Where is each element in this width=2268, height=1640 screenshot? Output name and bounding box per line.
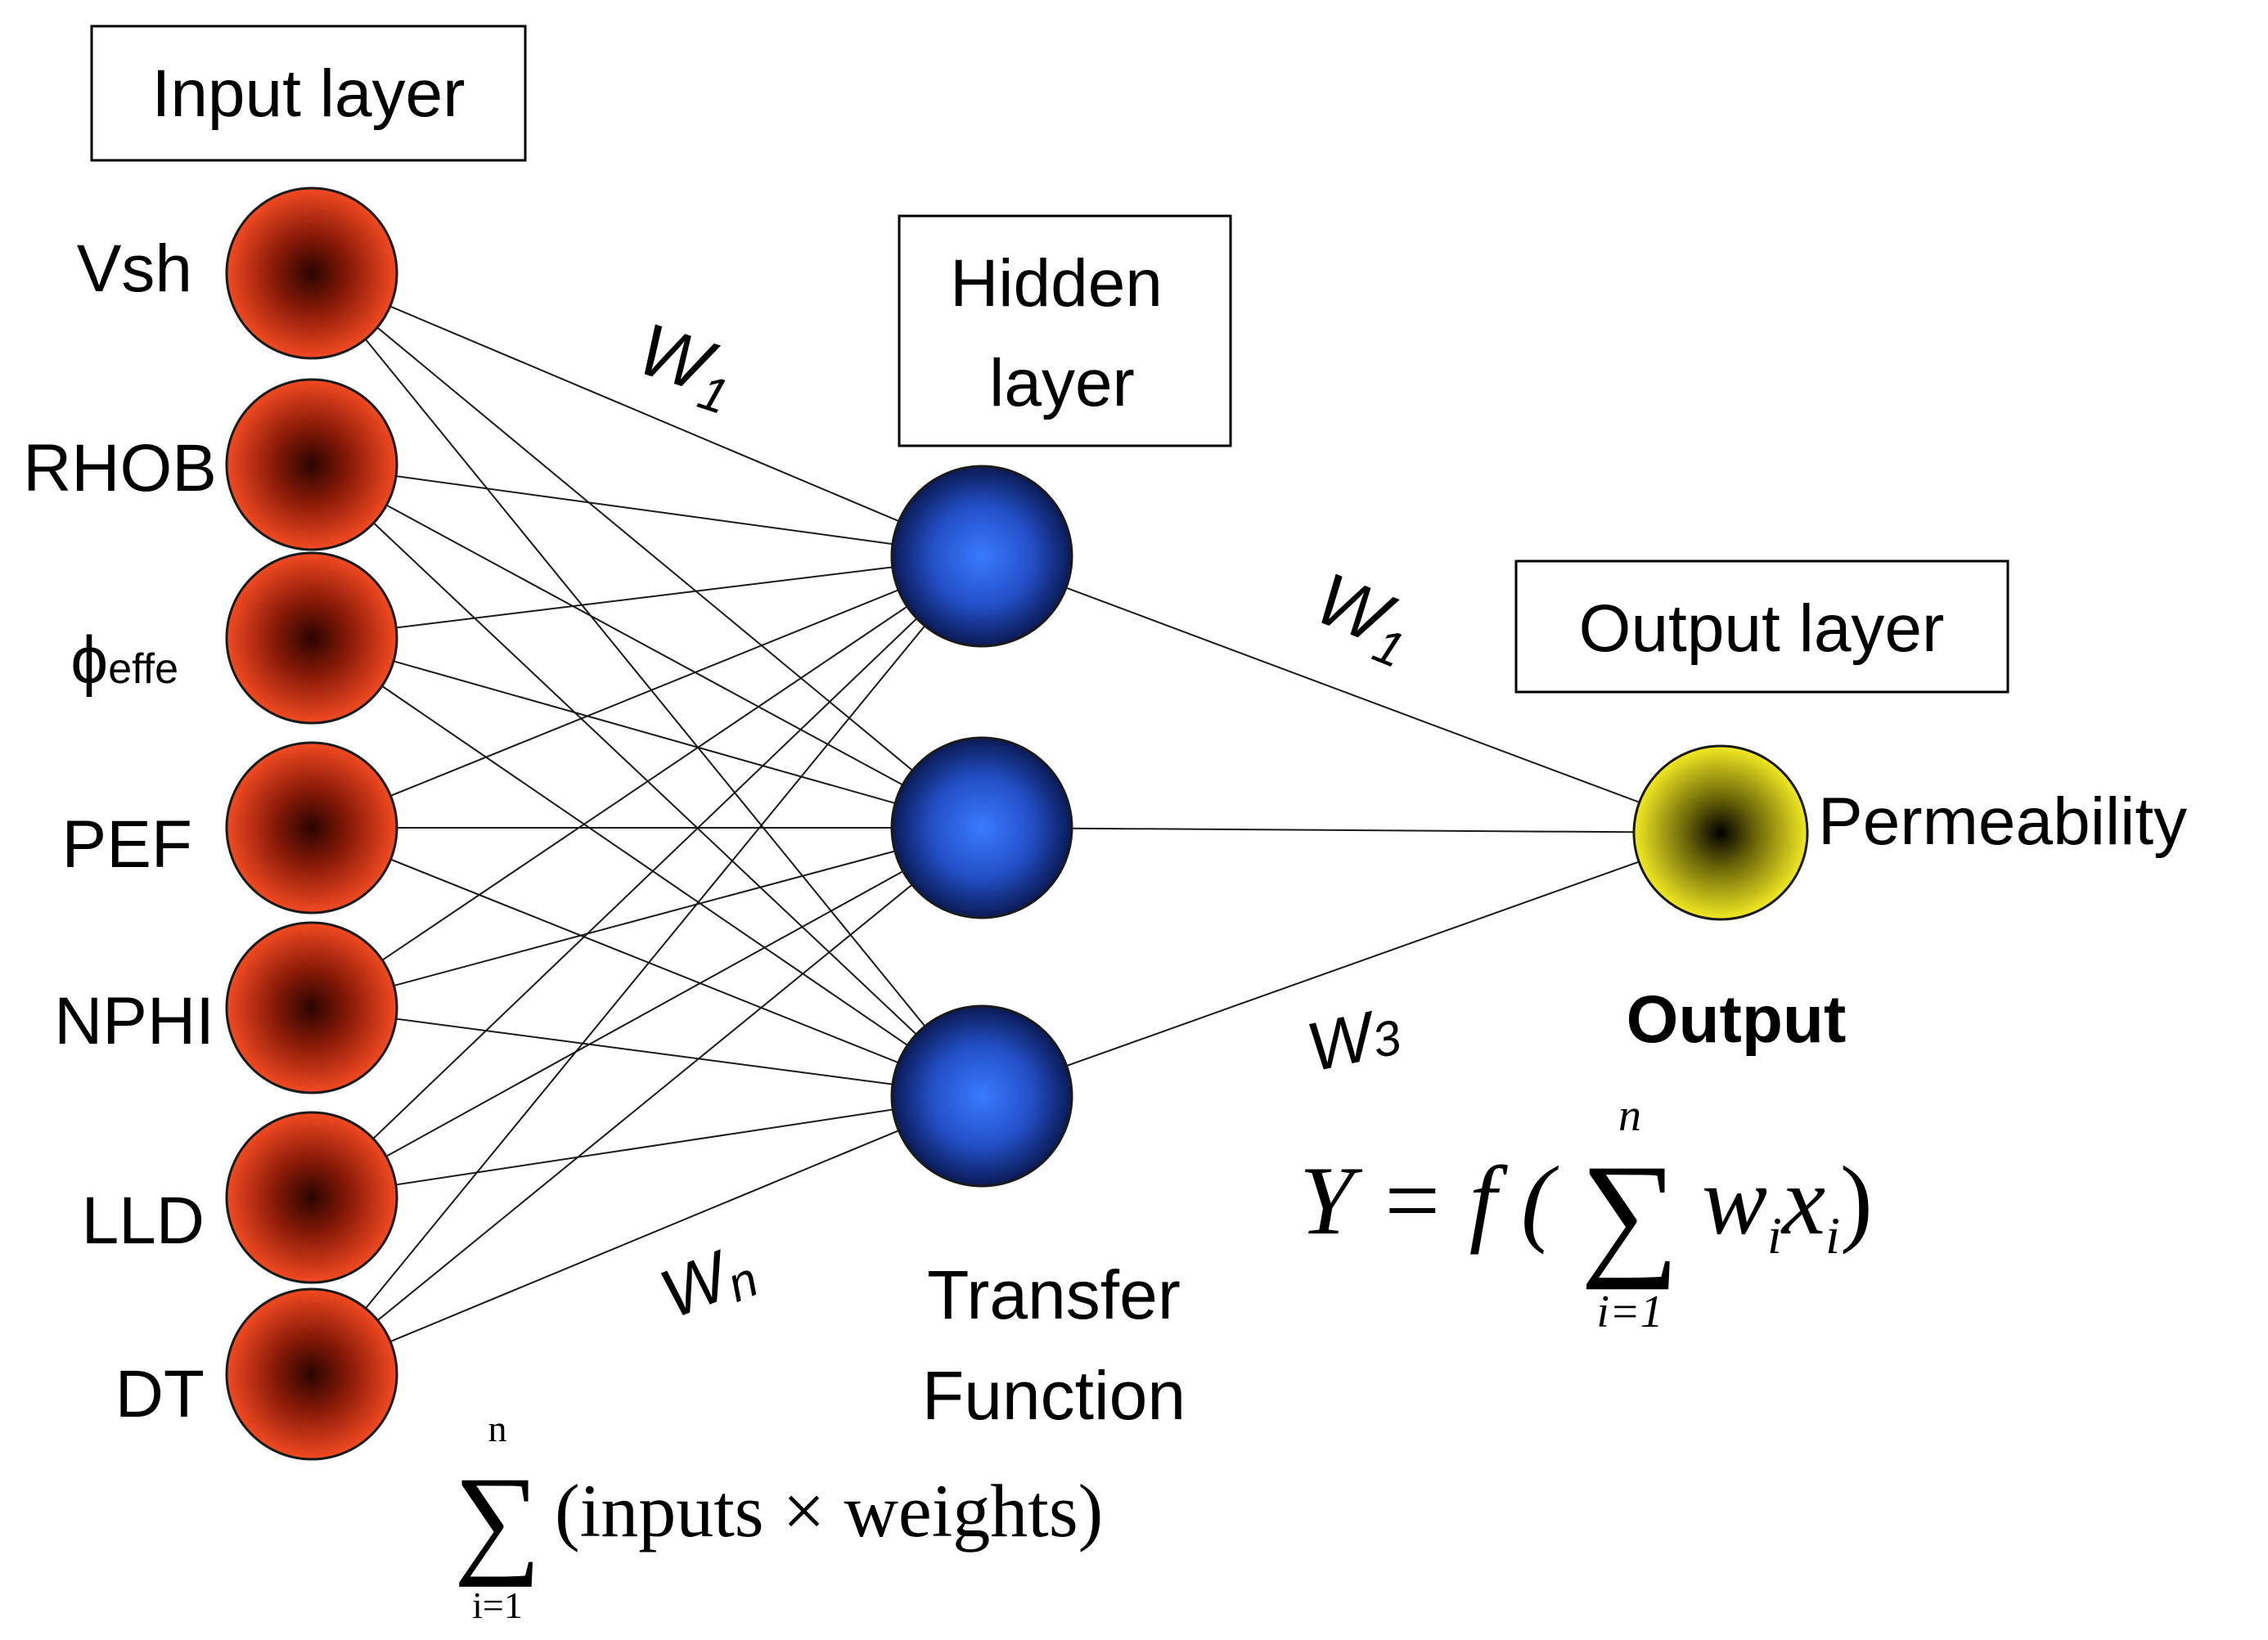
output-layer-box: Output layer <box>1514 559 2009 694</box>
hidden-node-1 <box>890 465 1073 648</box>
input-node-4 <box>225 741 398 914</box>
connection-input-6-hidden-3 <box>311 1095 983 1198</box>
weight-label-w1-input: W1 <box>626 308 746 425</box>
input-label-rhob: RHOB <box>23 431 217 505</box>
weight-label-w3: W3 <box>1300 991 1406 1085</box>
connection-hidden-1-output <box>981 555 1721 833</box>
connection-input-1-hidden-3 <box>311 272 983 1097</box>
sum-formula-lower: i=1 <box>472 1584 523 1626</box>
connection-input-5-hidden-3 <box>311 1007 983 1097</box>
connection-input-2-hidden-1 <box>311 464 983 557</box>
weight-label-w1-output: W1 <box>1302 558 1425 678</box>
nodes-group <box>225 186 1809 1461</box>
connection-input-5-hidden-2 <box>311 827 983 1009</box>
output-formula-sigma: ∑ <box>1580 1136 1679 1290</box>
input-node-6 <box>225 1111 398 1284</box>
input-node-7 <box>225 1287 398 1461</box>
output-heading: Output <box>1627 982 1847 1057</box>
connection-input-3-hidden-1 <box>311 555 983 639</box>
output-layer-label: Output layer <box>1579 591 1945 666</box>
transfer-function-line2: Function <box>922 1357 1186 1434</box>
connection-input-4-hidden-3 <box>311 827 983 1097</box>
connection-input-7-hidden-1 <box>311 555 983 1375</box>
input-node-2 <box>225 378 398 551</box>
input-label-dt: DT <box>115 1357 205 1431</box>
input-label-lld: LLD <box>82 1184 205 1258</box>
input-layer-box: Input layer <box>90 25 527 162</box>
weight-label-wn: Wn <box>650 1227 766 1337</box>
summation-formula: n ∑ i=1 (inputs × weights) <box>454 1408 1104 1626</box>
output-node-label: Permeability <box>1818 784 2187 859</box>
transfer-function-line1: Transfer <box>927 1256 1181 1333</box>
output-formula-upper: n <box>1618 1090 1641 1141</box>
input-label-pef: PEF <box>62 807 192 882</box>
output-formula-lower: i=1 <box>1596 1287 1663 1337</box>
connection-input-6-hidden-2 <box>311 827 983 1198</box>
connection-input-1-hidden-2 <box>311 272 983 829</box>
connection-input-5-hidden-1 <box>311 555 983 1009</box>
input-node-1 <box>225 186 398 360</box>
connection-hidden-2-output <box>981 827 1721 833</box>
hidden-node-2 <box>890 736 1073 919</box>
input-label-vsh: Vsh <box>77 231 192 306</box>
connection-input-3-hidden-2 <box>311 637 983 829</box>
input-label-phi-effe: ϕeffe <box>70 623 178 698</box>
connection-input-4-hidden-1 <box>311 555 983 829</box>
input-node-3 <box>225 551 398 725</box>
connection-lines <box>311 272 1721 1375</box>
connection-input-2-hidden-3 <box>311 464 983 1097</box>
connection-hidden-3-output <box>981 832 1721 1097</box>
input-layer-label: Input layer <box>152 56 466 131</box>
output-formula-lhs: Y = f ( <box>1299 1146 1559 1255</box>
connection-input-3-hidden-3 <box>311 637 983 1097</box>
connection-input-6-hidden-1 <box>311 555 983 1198</box>
input-node-5 <box>225 921 398 1094</box>
sum-formula-sigma: ∑ <box>454 1452 542 1588</box>
input-labels: Vsh RHOB ϕeffe PEF NPHI LLD DT <box>23 231 217 1431</box>
connection-input-7-hidden-3 <box>311 1095 983 1375</box>
hidden-node-3 <box>890 1004 1073 1188</box>
hidden-layer-label-line1: Hidden <box>950 246 1163 321</box>
connection-input-2-hidden-2 <box>311 464 983 829</box>
hidden-layer-box: Hidden layer <box>898 214 1232 447</box>
output-node <box>1632 744 1809 921</box>
sum-formula-upper: n <box>488 1408 507 1449</box>
connection-input-1-hidden-1 <box>311 272 983 557</box>
sum-formula-body: (inputs × weights) <box>555 1469 1103 1552</box>
output-formula-w: wixi) <box>1702 1146 1873 1265</box>
input-label-nphi: NPHI <box>54 984 214 1058</box>
hidden-layer-label-line2: layer <box>989 346 1135 420</box>
connection-input-7-hidden-2 <box>311 827 983 1375</box>
output-formula: Y = f ( n ∑ i=1 wixi) <box>1299 1090 1873 1337</box>
